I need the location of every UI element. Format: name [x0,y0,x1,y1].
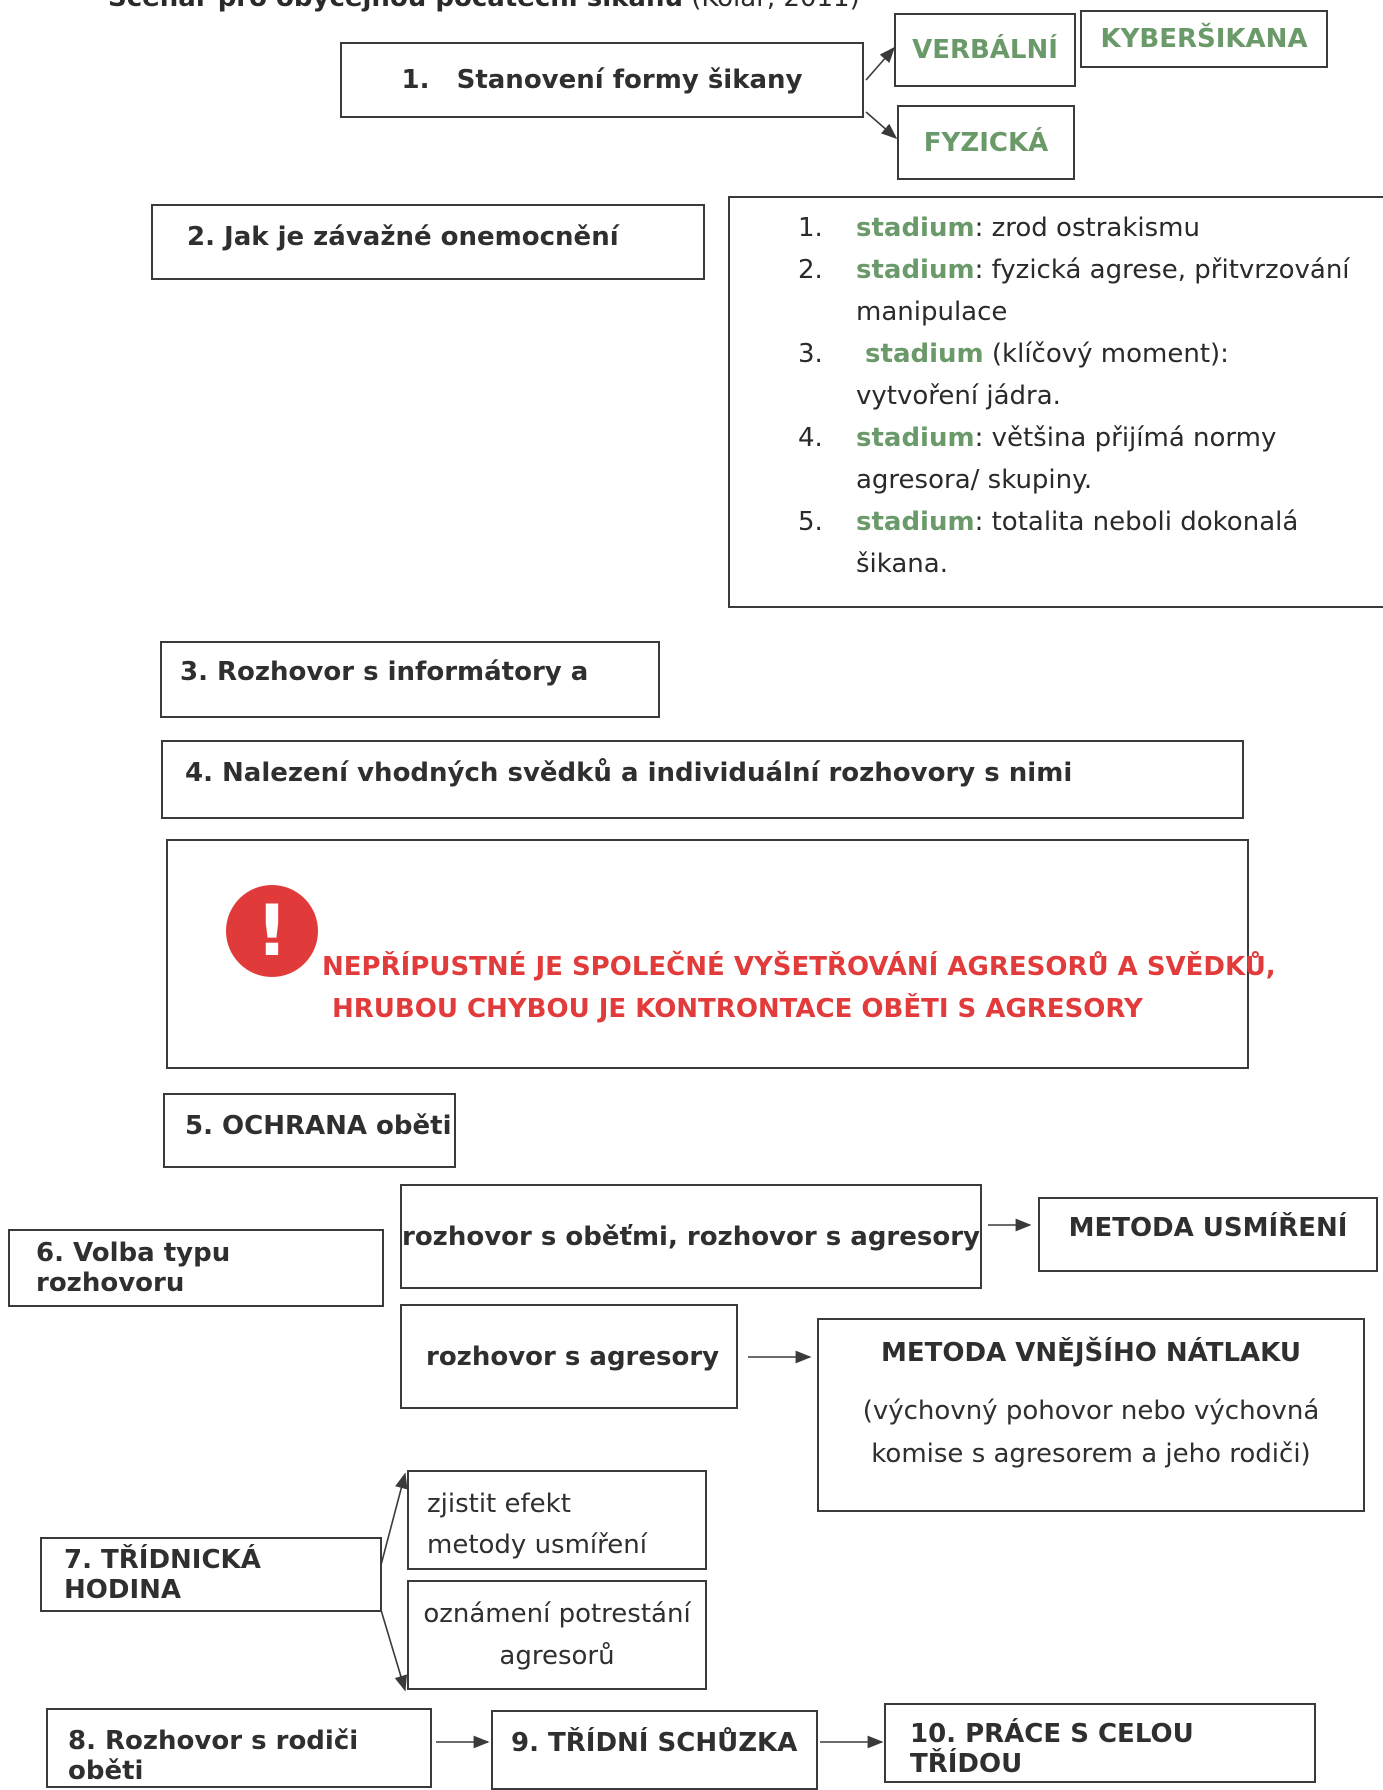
step10-box: 10. PRÁCE S CELOU TŘÍDOU [884,1703,1316,1783]
method-b-title: METODA VNĚJŠÍHO NÁTLAKU [881,1338,1301,1368]
method-a-label: METODA USMÍŘENÍ [1068,1213,1348,1243]
method-b-desc: (výchovný pohovor nebo výchovná komise s… [862,1396,1320,1469]
option-a-box: rozhovor s oběťmi, rozhovor s agresory [400,1184,982,1289]
method-b-box: METODA VNĚJŠÍHO NÁTLAKU (výchovný pohovo… [817,1318,1365,1512]
step8-box: 8. Rozhovor s rodiči oběti [46,1708,432,1788]
step7-label: 7. TŘÍDNICKÁ HODINA [64,1544,261,1605]
step6-box: 6. Volba typu rozhovoru [8,1229,384,1307]
option-b-box: rozhovor s agresory [400,1304,738,1409]
stage-item: 4. stadium: většina přijímá normy agresor… [798,417,1358,501]
warning-line1: NEPŘÍPUSTNÉ JE SPOLEČNÉ VYŠETŘOVÁNÍ AGRE… [322,952,1276,982]
title-citation: (Kolář, 2011) [683,0,860,13]
stage-description: : většina přijímá normy agresora/ skupin… [856,423,1277,495]
step9-box: 9. TŘÍDNÍ SCHŮZKA [491,1710,818,1790]
stage-number: 4. [798,423,823,453]
step7a-label: zjistit efekt metody usmíření [427,1489,647,1560]
form-physical-label: FYZICKÁ [923,127,1049,158]
stage-item: 3. stadium (klíčový moment): vytvoření j… [798,333,1358,417]
arrow-form-physical [865,111,898,140]
arrow-to-step7b [380,1609,407,1692]
step4-box: 4. Nalezení vhodných svědků a individuál… [161,740,1244,819]
stage-number: 2. [798,255,823,285]
form-verbal-label: VERBÁLNÍ [912,35,1058,65]
step1-box: 1. Stanovení formy šikany [340,42,864,118]
step9-label: 9. TŘÍDNÍ SCHŮZKA [511,1728,798,1758]
stage-description: : zrod ostrakismu [974,213,1200,243]
stage-description: : totalita neboli dokonalá šikana. [856,507,1299,579]
stage-word: stadium [856,255,975,285]
step6-label: 6. Volba typu rozhovoru [36,1238,231,1298]
step5-label: 5. OCHRANA oběti [185,1111,452,1141]
arrow-form-verbal [865,46,896,81]
stages-box [728,196,1383,608]
warning-line2: HRUBOU CHYBOU JE KONTRONTACE OBĚTI S AGR… [332,994,1143,1024]
step7-box: 7. TŘÍDNICKÁ HODINA [40,1537,382,1612]
step7a-box: zjistit efekt metody usmíření [407,1470,707,1570]
stage-description: : fyzická agrese, přitvrzování manipulac… [856,255,1350,327]
stage-word: stadium [856,213,975,243]
step5-box: 5. OCHRANA oběti [163,1093,456,1168]
exclamation-icon: ! [226,885,318,977]
method-a-box: METODA USMÍŘENÍ [1038,1197,1378,1272]
step4-label: 4. Nalezení vhodných svědků a individuál… [185,758,1073,788]
step2-label: 2. Jak je závažné onemocnění [187,222,619,252]
form-verbal-box: VERBÁLNÍ [894,13,1076,87]
step7b-box: oznámení potrestání agresorů [407,1580,707,1690]
stage-item: 2. stadium: fyzická agrese, přitvrzování … [798,249,1358,333]
form-cyber-label: KYBERŠIKANA [1100,24,1308,54]
form-cyber-box: KYBERŠIKANA [1080,10,1328,68]
step3-box: 3. Rozhovor s informátory a [160,641,660,718]
step1-label: 1. Stanovení formy šikany [401,65,803,95]
stage-word: stadium [856,507,975,537]
stage-number: 1. [798,213,823,243]
arrow-to-step7a [380,1472,408,1566]
stage-item: 5. stadium: totalita neboli dokonalá šika… [798,501,1358,585]
step7b-label: oznámení potrestání agresorů [423,1599,691,1671]
form-physical-box: FYZICKÁ [897,105,1075,180]
stage-number: 5. [798,507,823,537]
step10-label: 10. PRÁCE S CELOU TŘÍDOU [910,1719,1194,1779]
option-b-label: rozhovor s agresory [426,1341,720,1372]
stage-item: 1. stadium: zrod ostrakismu [798,207,1358,249]
warning-text: NEPŘÍPUSTNÉ JE SPOLEČNÉ VYŠETŘOVÁNÍ AGRE… [322,946,1276,1030]
stage-number: 3. [798,339,823,369]
stage-word: stadium [856,423,975,453]
stage-description: (klíčový moment): vytvoření jádra. [856,339,1229,411]
stage-word: stadium [856,339,984,369]
step8-label: 8. Rozhovor s rodiči oběti [68,1726,359,1786]
option-a-label: rozhovor s oběťmi, rozhovor s agresory [402,1221,980,1252]
step3-label: 3. Rozhovor s informátory a [180,657,589,687]
step2-box: 2. Jak je závažné onemocnění [151,204,705,280]
title-main: Scénář pro obyčejnou počáteční šikanu [108,0,683,13]
page-title: Scénář pro obyčejnou počáteční šikanu (K… [108,0,860,13]
warning-box [166,839,1249,1069]
